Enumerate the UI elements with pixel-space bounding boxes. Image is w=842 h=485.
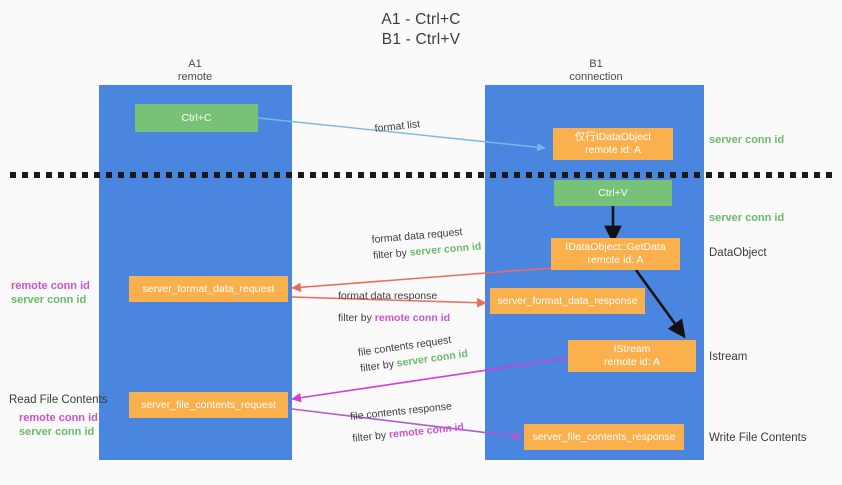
right-label-write-file-contents: Write File Contents [709, 431, 807, 445]
right-label-server-conn-id-top: server conn id [709, 133, 784, 147]
edge-label-file-contents-response: file contents response filter by remote … [349, 394, 465, 449]
left-label-server-conn-id-1: server conn id [11, 294, 87, 306]
file-req-filter-prefix: filter by [359, 357, 398, 375]
left-label-read-file-contents: Read File Contents [9, 393, 107, 407]
title-line-2: B1 - Ctrl+V [381, 31, 461, 48]
title-line-1: A1 - Ctrl+C [381, 11, 461, 28]
left-label-conn-ids-2: remote conn id server conn id [19, 411, 98, 439]
node-idataobject[interactable]: 仅行IDataObject remote id: A [553, 128, 673, 160]
left-label-remote-conn-id-1: remote conn id [11, 280, 90, 292]
right-label-write-file-contents-text: Write File Contents [709, 432, 807, 444]
file-resp-filter-key: remote conn id [388, 421, 465, 441]
file-resp-filter-prefix: filter by [351, 429, 390, 445]
right-label-server-conn-id-top-text: server conn id [709, 134, 785, 146]
node-istream-line1: IStream [613, 343, 651, 355]
node-file-contents-response[interactable]: server_file_contents_response [524, 424, 684, 450]
node-file-contents-request[interactable]: server_file_contents_request [129, 392, 288, 418]
node-format-data-response[interactable]: server_format_data_response [490, 288, 645, 314]
node-getdata[interactable]: IDataObject::GetData remote id: A [551, 238, 680, 270]
node-format-data-request[interactable]: server_format_data_request [129, 276, 288, 302]
edge-label-file-contents-request: file contents request filter by server c… [357, 330, 469, 377]
column-header-a1-name: A1 [188, 58, 202, 70]
right-label-dataobject-text: DataObject [709, 247, 767, 259]
node-istream-line2: remote id: A [603, 356, 661, 368]
node-ctrl-v-label: Ctrl+V [598, 186, 628, 199]
edge-label-format-data-response-line2: filter by remote conn id [338, 307, 450, 329]
right-label-istream-text: Istream [709, 351, 748, 363]
fmt-resp-filter-prefix: filter by [338, 312, 375, 324]
right-label-server-conn-id-mid: server conn id [709, 211, 784, 225]
node-getdata-line2: remote id: A [587, 254, 644, 266]
node-file-contents-request-label: server_file_contents_request [141, 398, 276, 411]
edge-label-format-data-response-line1: format data response [338, 290, 438, 302]
node-format-data-response-label: server_format_data_response [497, 294, 638, 307]
column-header-a1-sub: remote [177, 71, 213, 83]
left-label-read-file-contents-text: Read File Contents [9, 394, 108, 406]
node-ctrl-c[interactable]: Ctrl+C [135, 104, 258, 132]
node-getdata-line1: IDataObject::GetData [565, 241, 666, 253]
node-format-data-request-label: server_format_data_request [142, 282, 275, 295]
edge-label-format-list: format list [374, 117, 421, 136]
right-label-server-conn-id-mid-text: server conn id [709, 212, 785, 224]
column-header-b1: B1 connection [516, 58, 676, 84]
node-idataobject-line2: remote id: A [584, 144, 642, 156]
left-label-remote-conn-id-2: remote conn id [19, 412, 98, 424]
edge-label-format-list-text: format list [374, 118, 421, 135]
edge-label-format-data-request: format data request filter by server con… [371, 223, 482, 264]
fmt-req-filter-key: server conn id [409, 240, 482, 259]
node-istream[interactable]: IStream remote id: A [568, 340, 696, 372]
right-label-istream: Istream [709, 350, 747, 364]
dashed-divider [10, 172, 834, 178]
column-header-b1-sub: connection [569, 71, 623, 83]
fmt-resp-filter-key: remote conn id [374, 312, 451, 324]
left-label-conn-ids-1: remote conn id server conn id [11, 279, 90, 307]
node-file-contents-response-label: server_file_contents_response [532, 430, 676, 443]
left-label-server-conn-id-2: server conn id [19, 426, 95, 438]
fmt-req-filter-prefix: filter by [372, 246, 411, 262]
column-header-a1: A1 remote [115, 58, 275, 84]
node-idataobject-line1: 仅行IDataObject [574, 131, 652, 143]
edge-label-format-data-response: format data response filter by remote co… [338, 285, 450, 329]
page-title: A1 - Ctrl+C B1 - Ctrl+V [0, 10, 842, 50]
column-header-b1-name: B1 [589, 58, 603, 70]
node-ctrl-c-label: Ctrl+C [181, 111, 212, 124]
right-label-dataobject: DataObject [709, 246, 767, 260]
node-ctrl-v[interactable]: Ctrl+V [554, 180, 672, 206]
